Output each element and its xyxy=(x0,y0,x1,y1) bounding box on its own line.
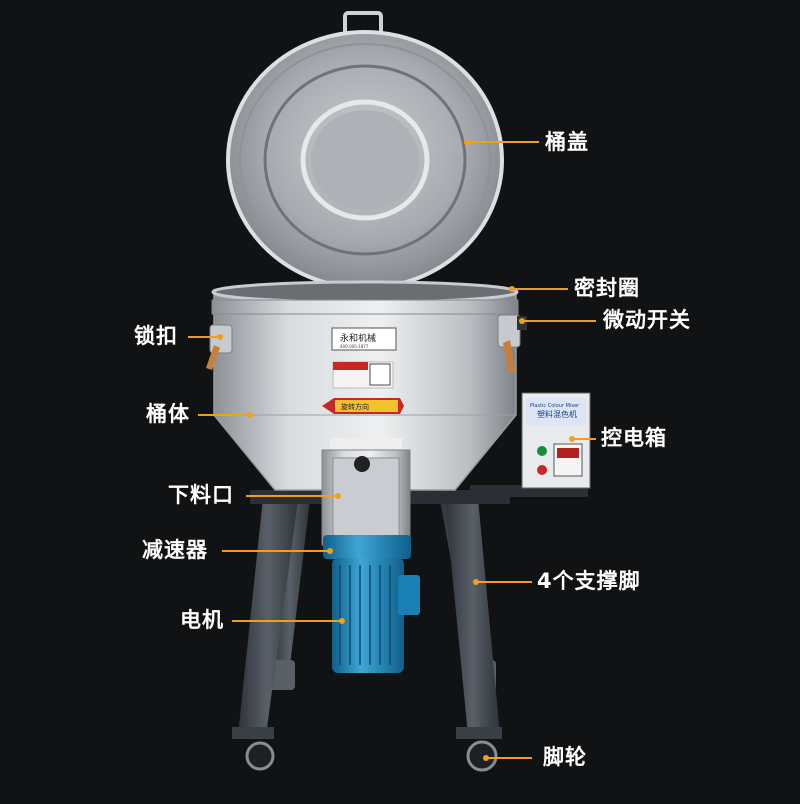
control-box: Plastic Colour Mixer 塑料混色机 xyxy=(470,392,591,497)
reducer-label: 减速器 xyxy=(142,538,208,562)
lid xyxy=(226,30,504,290)
motor-label: 电机 xyxy=(180,608,224,632)
legs xyxy=(238,498,500,735)
reducer xyxy=(323,535,411,559)
brand-plate-text: 永和机械 xyxy=(340,332,376,344)
direction-arrow: 旋转方向 xyxy=(322,398,404,414)
micro-switch-leader xyxy=(522,320,596,322)
casters-leader xyxy=(486,757,532,759)
legs-label: 4个支撑脚 xyxy=(537,569,641,593)
barrel xyxy=(211,280,519,491)
outlet-label: 下料口 xyxy=(168,483,234,507)
lid-label: 桶盖 xyxy=(545,130,589,154)
casters-leader-dot xyxy=(483,755,489,761)
outlet xyxy=(321,438,411,546)
motor xyxy=(332,558,420,673)
brand-plate-phone: 400-000-1877 xyxy=(340,344,369,349)
legs-leader-dot xyxy=(473,579,479,585)
warning-decal xyxy=(332,361,394,389)
brand-plate: 永和机械 400-000-1877 xyxy=(331,327,397,351)
lock-leader xyxy=(188,336,220,338)
motor-leader xyxy=(232,620,342,622)
lock-label: 锁扣 xyxy=(134,324,178,348)
motor-leader-dot xyxy=(339,618,345,624)
control-box-title-en: Plastic Colour Mixer xyxy=(530,403,580,409)
direction-arrow-text: 旋转方向 xyxy=(341,402,369,411)
outlet-leader-dot xyxy=(335,493,341,499)
micro-switch-leader-dot xyxy=(519,318,525,324)
casters-label: 脚轮 xyxy=(543,745,587,769)
micro-switch-label: 微动开关 xyxy=(603,308,691,332)
barrel-leader xyxy=(198,414,250,416)
barrel-label: 桶体 xyxy=(146,402,190,426)
control-box-label: 控电箱 xyxy=(601,426,667,450)
outlet-leader xyxy=(246,495,338,497)
lid-leader-dot xyxy=(464,139,470,145)
reducer-leader-dot xyxy=(327,548,333,554)
control-box-title-cn: 塑料混色机 xyxy=(537,409,577,419)
control-box-leader xyxy=(572,438,596,440)
casters xyxy=(232,727,502,772)
seal-leader-dot xyxy=(509,286,515,292)
legs-leader xyxy=(476,581,532,583)
barrel-leader-dot xyxy=(247,412,253,418)
control-box-leader-dot xyxy=(569,436,575,442)
lid-leader xyxy=(467,141,539,143)
seal-leader xyxy=(512,288,568,290)
reducer-leader xyxy=(222,550,330,552)
seal-label: 密封圈 xyxy=(574,276,640,300)
lock-leader-dot xyxy=(217,334,223,340)
